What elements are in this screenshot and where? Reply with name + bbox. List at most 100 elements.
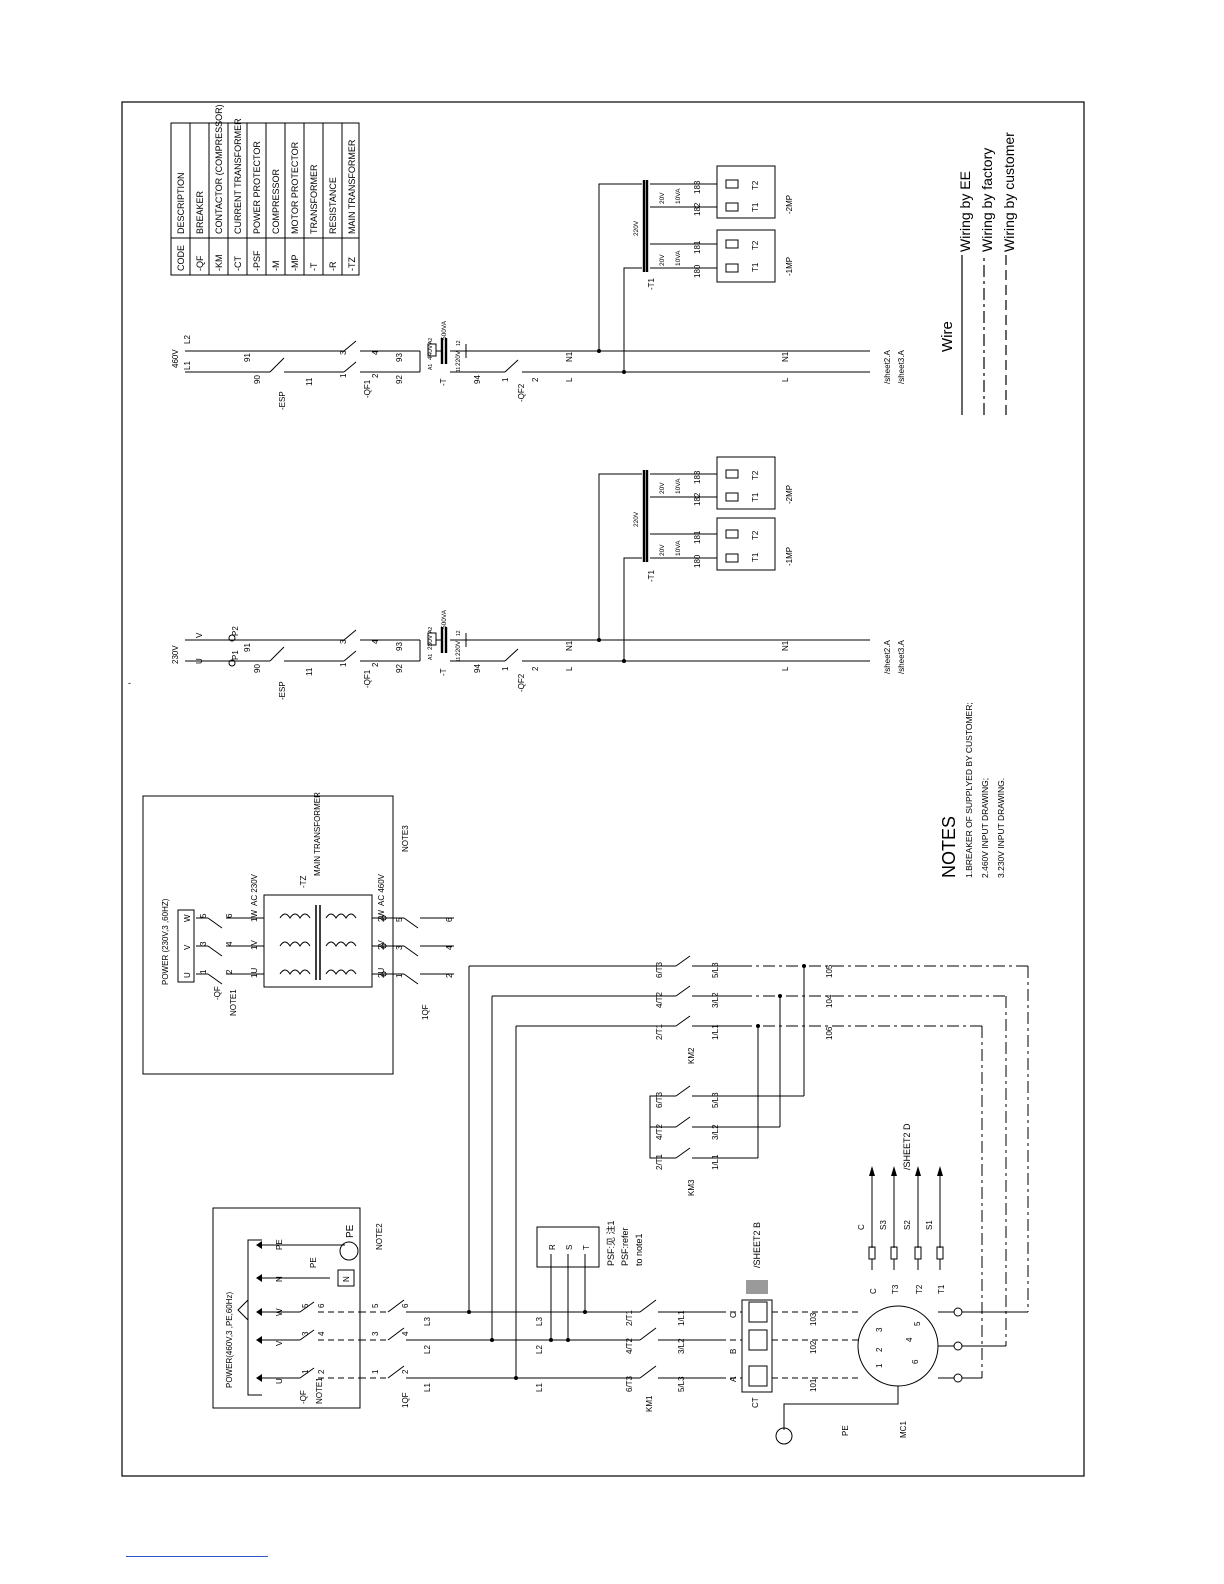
v460-t1-primary: 220V bbox=[633, 220, 640, 236]
v230-u: U bbox=[195, 658, 204, 664]
v460-qf2-pin1: 1 bbox=[501, 377, 510, 382]
v230-w92: 92 bbox=[395, 664, 404, 673]
main-l2-b: L2 bbox=[535, 1345, 544, 1354]
main-note1: NOTE1 bbox=[315, 1377, 324, 1404]
legend-code-6: -MP bbox=[290, 255, 300, 272]
v230-p2: P2 bbox=[231, 626, 240, 636]
km1-top-1: 6/T3 bbox=[625, 1375, 634, 1392]
km1-bottom-1: 5/L3 bbox=[677, 1376, 686, 1392]
stray-dash-mark: - bbox=[128, 678, 131, 688]
km1-top-2: 4/T2 bbox=[625, 1337, 634, 1354]
tz-pin-4: 4 bbox=[225, 941, 234, 946]
v460-t-rating: 500VA bbox=[441, 320, 448, 340]
km2-bottom-1: 5/L3 bbox=[711, 962, 720, 978]
tz-1qf-pin1: 1 bbox=[395, 973, 404, 978]
motor-pe: PE bbox=[841, 1425, 850, 1436]
main-phase-pe: PE bbox=[275, 1239, 284, 1250]
v230-mp1-volt: 20V bbox=[659, 544, 666, 556]
tz-2u: 2U bbox=[377, 968, 386, 978]
v460-qf1-pin3: 3 bbox=[339, 350, 348, 355]
v460-mp1-va: 10VA bbox=[675, 250, 682, 266]
v230-qf1-pin2: 2 bbox=[371, 662, 380, 667]
control-circuit-230v: 230V U V P1 P2 91 90 -ESP 11 -QF1 1 2 3 … bbox=[171, 456, 906, 700]
main-pin-4: 4 bbox=[317, 1331, 326, 1336]
v230-t-secondary: 220V bbox=[455, 640, 462, 656]
v230-mp2-t2: T2 bbox=[751, 470, 760, 480]
v230-w94: 94 bbox=[473, 664, 482, 673]
v460-qf1-pin1: 1 bbox=[339, 373, 348, 378]
v230-w183: 183 bbox=[693, 470, 702, 484]
v460-mp2-volt: 20V bbox=[659, 192, 666, 204]
v460-mp1-t1: T1 bbox=[751, 262, 760, 272]
v460-l-far: L bbox=[781, 377, 790, 382]
v230-n1-far: N1 bbox=[781, 640, 790, 651]
tz-1qf-pin5: 5 bbox=[395, 917, 404, 922]
ct-label: CT bbox=[751, 1397, 760, 1408]
v460-esp: -ESP bbox=[278, 391, 287, 410]
v460-qf2-pin2: 2 bbox=[531, 377, 540, 382]
v460-voltage: 460V bbox=[171, 349, 180, 368]
sensor-s2: S2 bbox=[903, 1220, 912, 1230]
ct-phase-b: B bbox=[729, 1349, 738, 1354]
main-pin-6: 6 bbox=[317, 1303, 326, 1308]
main-pin-5: 5 bbox=[301, 1303, 310, 1308]
v230-w11: 11 bbox=[305, 667, 314, 676]
tz-qf: -QF bbox=[213, 986, 222, 1000]
v230-t: -T bbox=[439, 668, 448, 676]
main-qf: -QF bbox=[299, 1390, 308, 1404]
v230-t-pin-a2: A2 bbox=[428, 627, 434, 633]
v460-t-pin-12: 12 bbox=[456, 340, 462, 346]
v460-mp2-va: 10VA bbox=[675, 188, 682, 204]
main-pin-3: 3 bbox=[301, 1331, 310, 1336]
tz-note3: NOTE3 bbox=[401, 825, 410, 852]
v460-w182: 182 bbox=[693, 202, 702, 216]
km3-bottom-1: 5/L3 bbox=[711, 1092, 720, 1108]
km3-top-1: 6/T3 bbox=[655, 1091, 664, 1108]
v230-esp: -ESP bbox=[278, 681, 287, 700]
v460-n1-far: N1 bbox=[781, 351, 790, 362]
tz-pin-6: 6 bbox=[225, 913, 234, 918]
tz-ac460: AC 460V bbox=[377, 873, 386, 906]
v460-w180: 180 bbox=[693, 264, 702, 278]
motor-mc1: MC1 bbox=[899, 1421, 908, 1438]
main-transformer-box: POWER (230V,3 ,60HZ) U V W 1 3 5 2 4 6 -… bbox=[142, 792, 454, 1075]
main-1qf-pin4: 4 bbox=[401, 1331, 410, 1336]
v460-mp2-t2: T2 bbox=[751, 180, 760, 190]
v230-t-pin-a1: A1 bbox=[428, 654, 434, 660]
terminal-t1: T1 bbox=[937, 1284, 946, 1294]
v460-mp1-t2: T2 bbox=[751, 240, 760, 250]
km1-bottom-3: 1/L1 bbox=[677, 1310, 686, 1326]
v460-mp2-label: -2MP bbox=[785, 195, 794, 214]
v230-w182: 182 bbox=[693, 492, 702, 506]
v460-w91: 91 bbox=[243, 353, 252, 362]
v460-t1: -T1 bbox=[647, 277, 656, 290]
legend-code-3: -CT bbox=[233, 256, 243, 271]
psf-pin-r: R bbox=[548, 1244, 557, 1250]
km2-wire-104: 104 bbox=[825, 994, 834, 1008]
km3-bottom-2: 3/L2 bbox=[711, 1124, 720, 1140]
main-pe-earth: PE bbox=[345, 1224, 356, 1238]
legend-desc-4: POWER PROTECTOR bbox=[252, 141, 262, 234]
sheet2b-hatch bbox=[746, 1280, 768, 1294]
psf-pin-t: T bbox=[582, 1245, 591, 1250]
motor-pin-6: 6 bbox=[911, 1359, 920, 1364]
tz-phase-u: U bbox=[183, 972, 192, 978]
v230-l-far: L bbox=[781, 666, 790, 671]
v230-mp2-va: 10VA bbox=[675, 478, 682, 494]
motor-wire-102: 102 bbox=[809, 1340, 818, 1354]
v460-ref-sheet3: /sheet3.A bbox=[897, 350, 906, 384]
km1-label: KM1 bbox=[645, 1395, 654, 1412]
v230-w181: 181 bbox=[693, 530, 702, 544]
v230-mp1-va: 10VA bbox=[675, 540, 682, 556]
v460-w181: 181 bbox=[693, 240, 702, 254]
main-1qf-pin6: 6 bbox=[401, 1303, 410, 1308]
sheet-border bbox=[121, 101, 1085, 1477]
km2-label: KM2 bbox=[687, 1047, 696, 1064]
note-2: 2.460V INPUT DRAWING; bbox=[980, 778, 990, 878]
legend-desc-7: TRANSFORMER bbox=[309, 164, 319, 234]
km3-top-2: 4/T2 bbox=[655, 1123, 664, 1140]
main-1qf-pin5: 5 bbox=[371, 1303, 380, 1308]
ct-phase-a: A bbox=[729, 1376, 738, 1382]
v460-w11: 11 bbox=[305, 377, 314, 386]
v230-qf1-pin4: 4 bbox=[371, 639, 380, 644]
